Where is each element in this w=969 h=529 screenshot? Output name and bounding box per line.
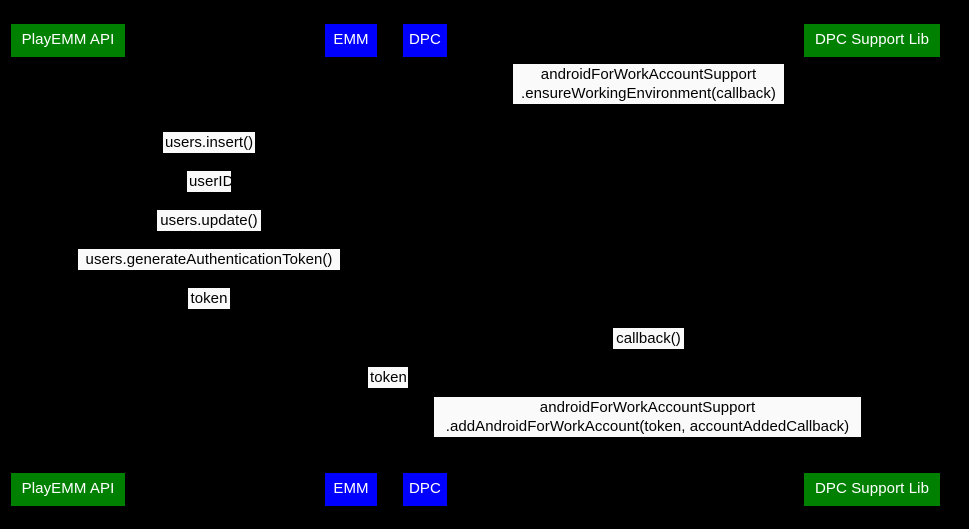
message-users-update: users.update() [157, 210, 261, 231]
participant-label: EMM [333, 480, 369, 498]
message-generate-authentication-token: users.generateAuthenticationToken() [78, 249, 340, 270]
message-line-1: callback() [616, 330, 681, 347]
message-line-1: token [190, 290, 228, 307]
message-token-to-emm: token [188, 288, 230, 309]
participant-emm-top[interactable]: EMM [325, 24, 377, 57]
message-users-insert: users.insert() [163, 132, 255, 153]
message-line-2: .addAndroidForWorkAccount(token, account… [445, 418, 850, 435]
participant-playemm-api-top[interactable]: PlayEMM API [11, 24, 125, 57]
message-ensure-working-environment: androidForWorkAccountSupport .ensureWorki… [513, 64, 784, 104]
message-callback: callback() [613, 328, 684, 349]
participant-label: DPC Support Lib [814, 31, 930, 49]
participant-label: PlayEMM API [21, 480, 115, 498]
participant-label: DPC [409, 31, 441, 49]
message-line-1: androidForWorkAccountSupport [539, 399, 756, 416]
participant-label: DPC [409, 480, 441, 498]
participant-dpc-top[interactable]: DPC [403, 24, 447, 57]
message-line-2: .ensureWorkingEnvironment(callback) [521, 85, 776, 102]
message-token-to-dpc: token [368, 367, 408, 388]
message-add-android-for-work-account: androidForWorkAccountSupport .addAndroidF… [434, 397, 861, 437]
message-line-1: token [370, 369, 407, 386]
message-line-1: users.generateAuthenticationToken() [85, 251, 333, 268]
message-userid: userID [187, 171, 234, 192]
message-line-1: androidForWorkAccountSupport [540, 66, 757, 83]
message-line-1: users.update() [160, 212, 258, 229]
participant-dpc-support-lib-bottom[interactable]: DPC Support Lib [804, 473, 940, 506]
participant-dpc-bottom[interactable]: DPC [403, 473, 447, 506]
participant-dpc-support-lib-top[interactable]: DPC Support Lib [804, 24, 940, 57]
participant-emm-bottom[interactable]: EMM [325, 473, 377, 506]
participant-playemm-api-bottom[interactable]: PlayEMM API [11, 473, 125, 506]
message-line-1: userID [189, 173, 234, 190]
participant-label: DPC Support Lib [814, 480, 930, 498]
participant-label: PlayEMM API [21, 31, 115, 49]
message-line-1: users.insert() [165, 134, 254, 151]
participant-label: EMM [333, 31, 369, 49]
